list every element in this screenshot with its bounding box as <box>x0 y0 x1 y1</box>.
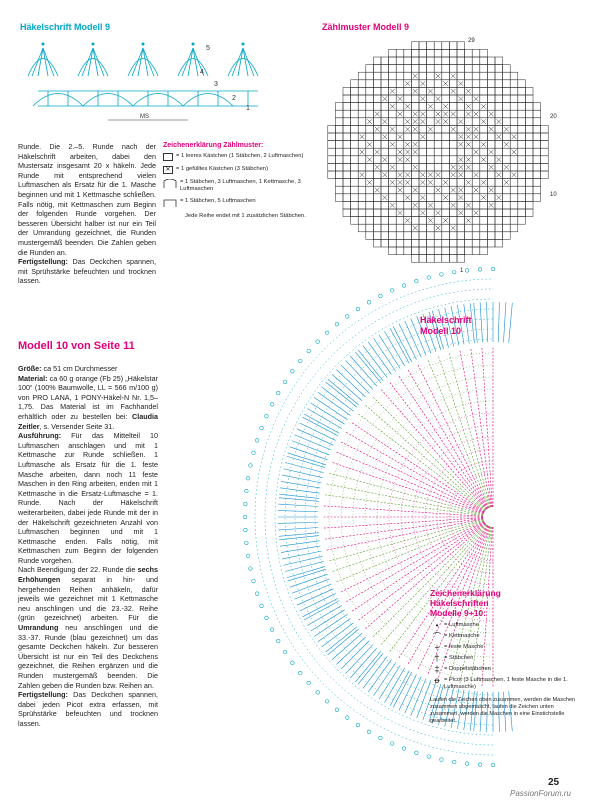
ms-label: MS <box>140 114 149 120</box>
legend-item-picot: ꝋ= Picot (3 Luftmaschen, 1 feste Masche … <box>430 677 590 691</box>
row-label-4: 4 <box>200 69 204 76</box>
legend-item-dc: †= Stäbchen <box>430 653 590 663</box>
model10-title: Modell 10 von Seite 11 <box>18 340 135 352</box>
arc-icon: ⌒ <box>433 632 441 641</box>
legend-item-tr: ‡= Doppelstäbchen <box>430 664 590 674</box>
count-legend: Zeichenerklärung Zählmuster: = 1 leeres … <box>163 142 313 220</box>
bar-icon <box>163 199 177 207</box>
row-label-5: 5 <box>206 45 210 52</box>
count-legend-title: Zeichenerklärung Zählmuster: <box>163 142 264 149</box>
model10-crochet-chart <box>242 266 513 768</box>
count-label_20: 20 <box>550 114 557 120</box>
watermark: PassionForum.ru <box>510 789 571 798</box>
count-label_10: 10 <box>550 192 557 198</box>
count-label_1: 1 <box>460 268 464 274</box>
model10-instructions: Größe: ca 51 cm Durchmesser Material: ca… <box>18 364 159 728</box>
legend-item-bar: = 1 Stäbchen, 5 Luftmaschen <box>163 198 313 208</box>
legend-item-empty-box: = 1 leeres Kästchen (1 Stäbchen, 2 Luftm… <box>163 153 313 161</box>
row-label-1: 1 <box>246 105 250 112</box>
chart-legend-title: Zeichenerklärung Häkelschriften Modelle … <box>430 588 501 618</box>
dot-icon: • <box>435 621 439 630</box>
model9-instructions: Runde. Die 2.–5. Runde nach der Häkelsch… <box>18 142 156 286</box>
row-label-3: 3 <box>214 81 218 88</box>
count-chart-title: Zählmuster Modell 9 <box>322 22 410 32</box>
chart-legend-note: Laufen die Zeichen oben zusammen, werden… <box>430 697 576 724</box>
empty-box-icon <box>163 153 173 161</box>
legend-item-slip: ⌒= Kettmasche <box>430 632 590 641</box>
picot-icon: ꝋ <box>434 676 440 685</box>
row-label-2: 2 <box>232 95 236 102</box>
legend-item-filled-box: ✕= 1 gefülltes Kästchen (3 Stäbchen) <box>163 166 313 174</box>
arch-icon <box>163 179 177 188</box>
filled-box-icon: ✕ <box>163 166 173 174</box>
top-crochet-chart: 5 4 3 2 1 MS <box>27 42 259 121</box>
count-legend-note: Jede Reihe endet mit 1 zusätzlichen Stäb… <box>185 213 306 219</box>
legend-item-sc: += feste Masche <box>430 643 590 652</box>
plus-icon: + <box>434 643 440 652</box>
count-label_29: 29 <box>468 38 475 44</box>
count-chart-grid: 29 20 10 1 <box>327 38 557 274</box>
chart-legend: Zeichenerklärung Häkelschriften Modelle … <box>430 588 590 725</box>
double-stick-icon: ‡ <box>434 664 440 674</box>
top-chart-title: Häkelschrift Modell 9 <box>20 22 111 32</box>
legend-item-chain: •= Luftmasche <box>430 621 590 630</box>
page-number: 25 <box>548 777 560 788</box>
stick-icon: † <box>434 653 440 663</box>
legend-item-arch: = 1 Stäbchen, 3 Luftmaschen, 1 Kettmasch… <box>163 179 313 193</box>
